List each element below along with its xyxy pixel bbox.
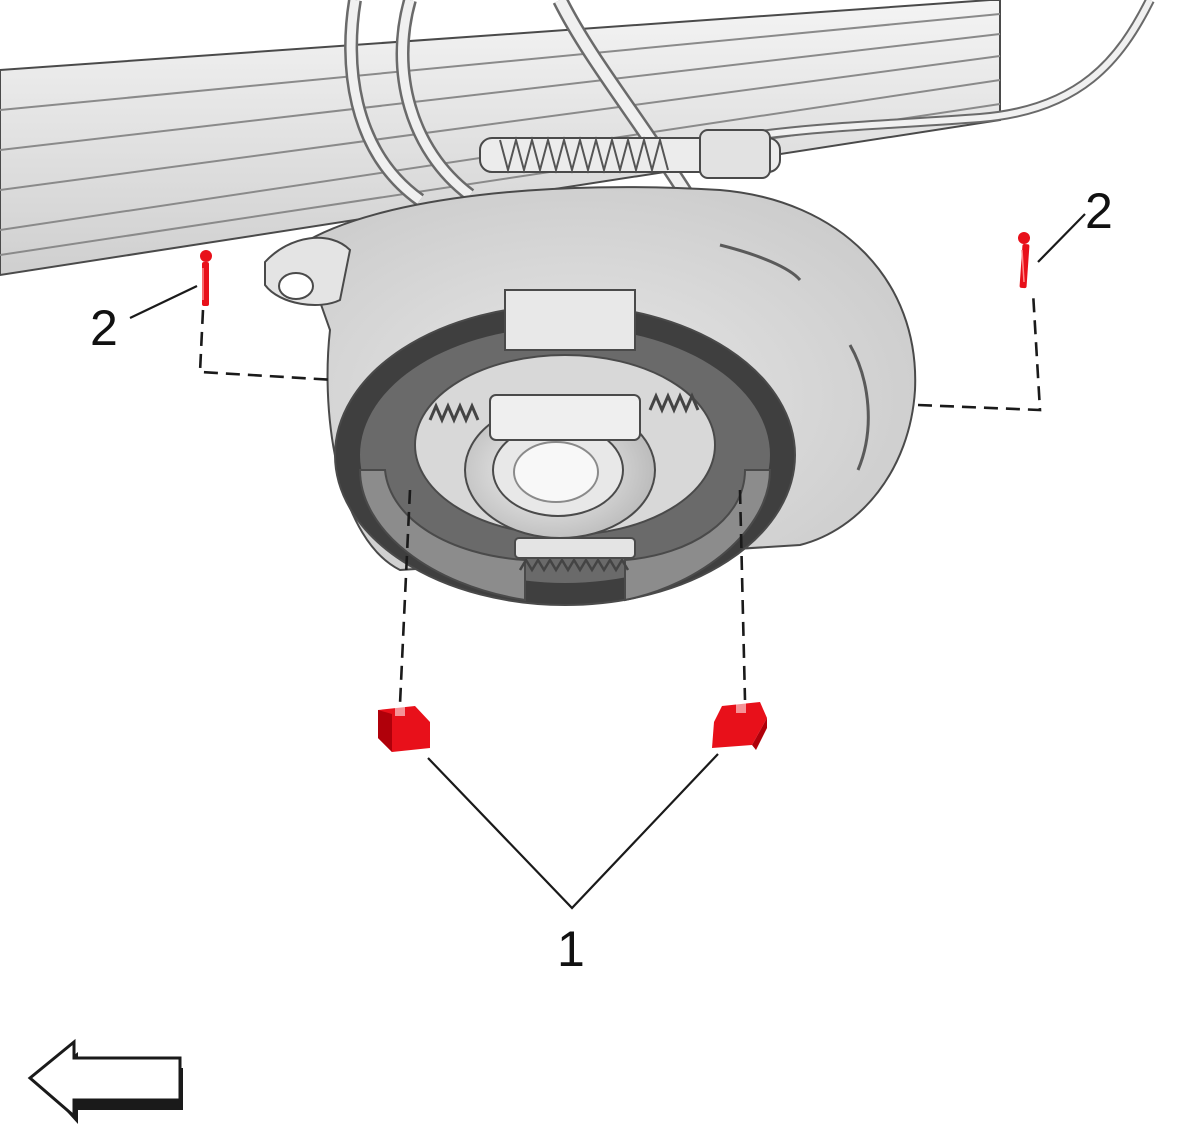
callout-2-right: 2: [1085, 183, 1113, 239]
hold-down-clip-right: [712, 701, 767, 750]
parking-brake-cable: [479, 129, 781, 179]
left-arrow-icon: [27, 1038, 183, 1124]
hold-down-pin-right: [1018, 232, 1030, 289]
callout-1: 1: [557, 921, 585, 977]
hold-down-clip-left: [378, 704, 430, 752]
hold-down-pin-left: [200, 250, 212, 306]
leader-lines: [129, 213, 1086, 910]
wheel-hub: [464, 394, 656, 539]
callout-2-left: 2: [90, 300, 118, 356]
alignment-lines: [198, 291, 1042, 705]
